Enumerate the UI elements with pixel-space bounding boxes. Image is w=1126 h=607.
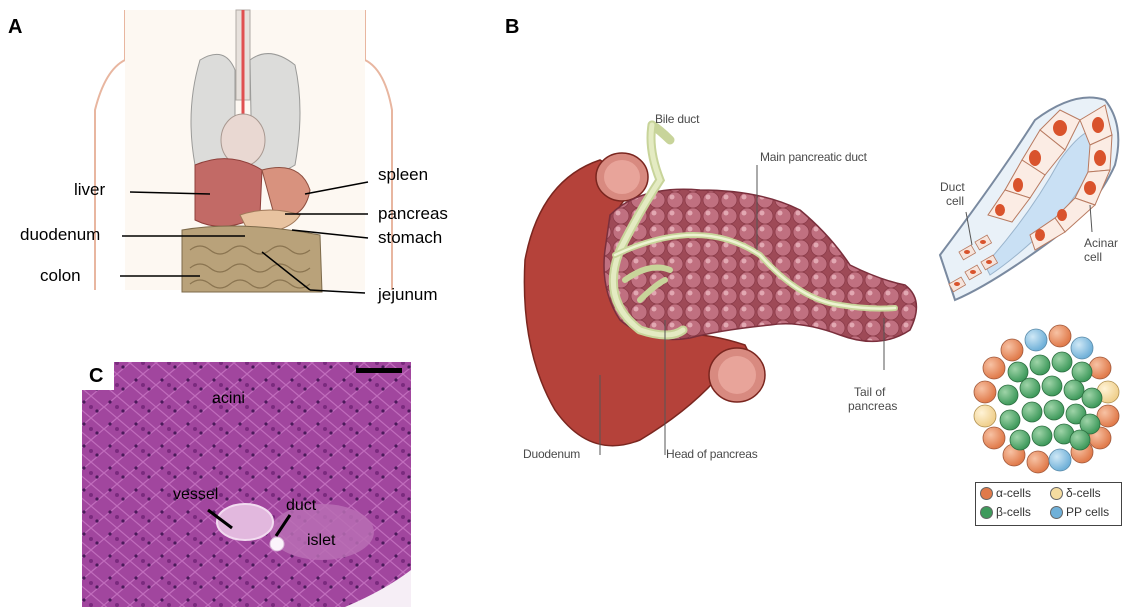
label-duct-c: duct xyxy=(286,497,316,515)
tissue-section xyxy=(82,362,411,607)
scale-bar xyxy=(356,368,402,373)
label-islet: islet xyxy=(307,532,335,550)
panel-c-letter: C xyxy=(89,365,103,388)
label-acini: acini xyxy=(212,390,245,408)
duct-lumen xyxy=(270,537,284,551)
label-vessel: vessel xyxy=(173,486,218,504)
